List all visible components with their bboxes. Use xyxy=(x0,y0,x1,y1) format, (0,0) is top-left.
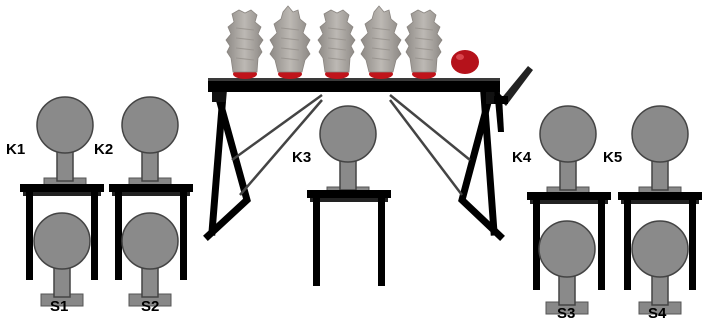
bench-top-highlight xyxy=(208,78,500,81)
bust-s2 xyxy=(122,213,178,306)
people-layer xyxy=(20,97,702,314)
bust-s4 xyxy=(632,221,688,314)
label-k4: K4 xyxy=(512,150,531,165)
target-figure-4 xyxy=(361,6,401,79)
label-k1: K1 xyxy=(6,142,25,157)
target-figure-2 xyxy=(270,6,310,79)
target-figure-5 xyxy=(405,10,442,79)
bench-bracket-left xyxy=(212,92,226,102)
bust-k2 xyxy=(122,97,178,190)
target-figure-1 xyxy=(226,10,263,79)
bust-s3 xyxy=(539,221,595,314)
label-k3: K3 xyxy=(292,150,311,165)
bust-k3 xyxy=(320,106,376,199)
label-k2: K2 xyxy=(94,142,113,157)
red-ball xyxy=(451,50,479,74)
table-k3 xyxy=(307,190,391,286)
label-k5: K5 xyxy=(603,150,622,165)
reset-lever xyxy=(494,66,533,132)
bust-k1 xyxy=(37,97,93,190)
bust-k4 xyxy=(540,106,596,199)
label-s2: S2 xyxy=(141,299,159,314)
label-s3: S3 xyxy=(557,306,575,321)
bust-k5 xyxy=(632,106,688,199)
label-s1: S1 xyxy=(50,299,68,314)
target-figure-3 xyxy=(318,10,355,79)
label-s4: S4 xyxy=(648,306,666,321)
target-figures xyxy=(226,6,442,79)
bust-s1 xyxy=(34,213,90,306)
